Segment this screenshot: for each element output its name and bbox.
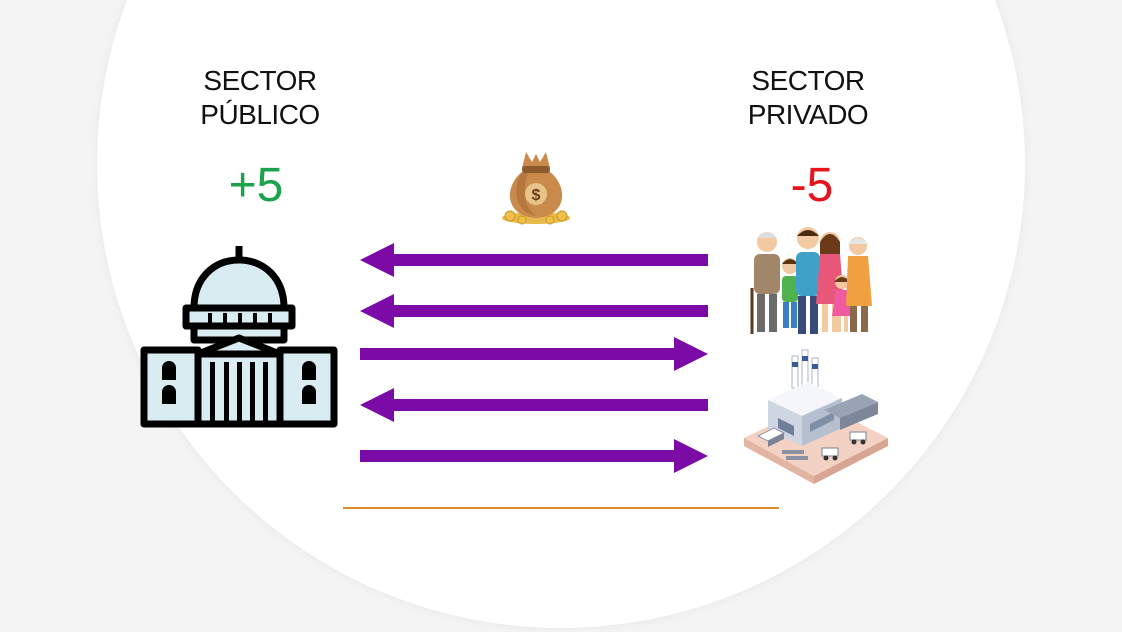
svg-text:$: $ xyxy=(532,187,541,204)
private-sector-title: SECTOR PRIVADO xyxy=(728,64,888,132)
public-sector-balance: +5 xyxy=(228,159,284,212)
private-sector-balance: -5 xyxy=(790,159,834,212)
divider-line xyxy=(343,507,779,509)
flow-arrow-to-public xyxy=(360,294,708,328)
public-sector-title-line2: PÚBLICO xyxy=(200,99,320,130)
flow-arrow-to-private xyxy=(360,337,708,371)
money-bag-icon: $ xyxy=(498,142,574,228)
public-sector-title: SECTOR PÚBLICO xyxy=(180,64,340,132)
flow-arrow-to-private xyxy=(360,439,708,473)
family-icon xyxy=(748,224,874,338)
flow-arrow-to-public xyxy=(360,243,708,277)
factory-icon xyxy=(738,346,890,488)
private-sector-title-line2: PRIVADO xyxy=(747,99,869,130)
flow-arrow-to-public xyxy=(360,388,708,422)
public-sector-title-line1: SECTOR xyxy=(203,65,317,96)
private-sector-title-line1: SECTOR xyxy=(751,65,865,96)
government-building-icon xyxy=(138,242,340,428)
